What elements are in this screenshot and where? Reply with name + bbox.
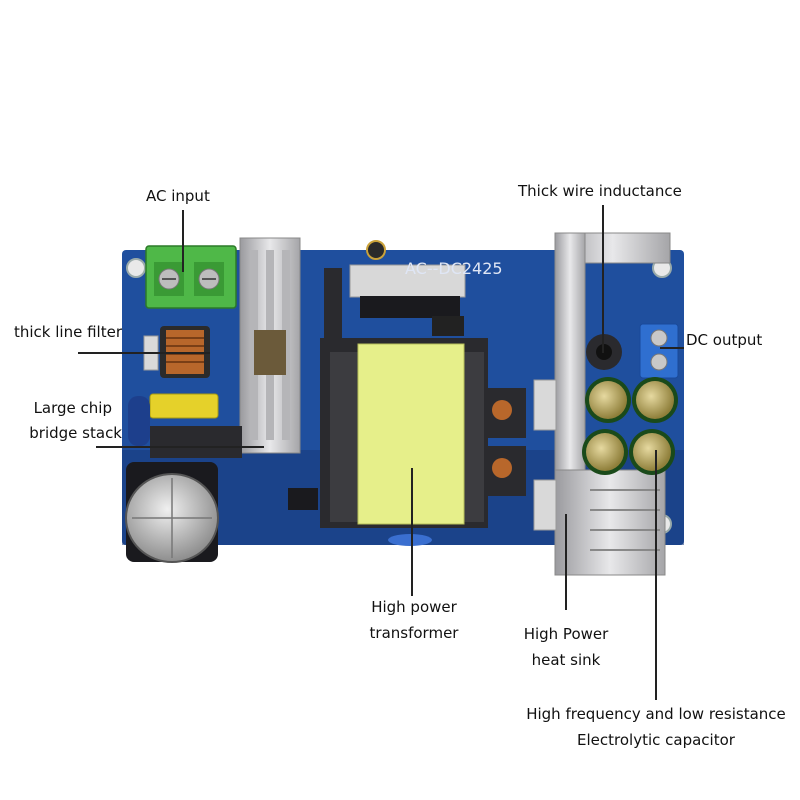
bridge-rectifier	[150, 426, 242, 458]
label-bridge-stack-line1: Large chip	[33, 399, 112, 417]
leader-ac-input	[182, 210, 184, 272]
label-bridge-stack-line2: bridge stack	[29, 424, 122, 442]
label-dc-output: DC output	[686, 331, 763, 349]
label-capacitor-line2: Electrolytic capacitor	[577, 731, 735, 749]
leader-heatsink	[565, 514, 567, 610]
left-heatsink	[239, 237, 301, 454]
leader-bridge-stack	[96, 446, 264, 448]
bridge-rectifier-tab	[128, 396, 150, 446]
label-capacitor-line1: High frequency and low resistance	[526, 705, 786, 723]
label-transformer-line1: High power	[371, 598, 457, 616]
output-capacitors	[582, 377, 678, 475]
label-heatsink-line2: heat sink	[531, 651, 601, 669]
label-thick-wire-inductance: Thick wire inductance	[518, 182, 682, 200]
control-ics	[288, 240, 466, 510]
label-heatsink-line1: High Power	[523, 625, 609, 643]
leader-line-filter	[78, 352, 210, 354]
leader-thick-wire-inductance	[602, 205, 604, 353]
bulk-capacitor	[125, 462, 219, 563]
silkscreen-model: AC--DC2425	[405, 259, 503, 278]
label-thick-line-filter: thick line filter	[14, 323, 122, 341]
output-inductor	[586, 334, 622, 370]
dc-output-terminal	[639, 323, 679, 379]
right-heatsink	[533, 232, 671, 576]
label-transformer-line2: transformer	[369, 624, 459, 642]
leader-capacitor	[655, 450, 657, 700]
x-capacitor	[149, 393, 219, 419]
ac-input-terminal	[145, 245, 237, 309]
transformer	[320, 338, 488, 546]
label-ac-input: AC input	[146, 187, 210, 205]
leader-transformer	[411, 468, 413, 596]
leader-dc-output	[660, 347, 684, 349]
small-inductors	[486, 388, 526, 496]
